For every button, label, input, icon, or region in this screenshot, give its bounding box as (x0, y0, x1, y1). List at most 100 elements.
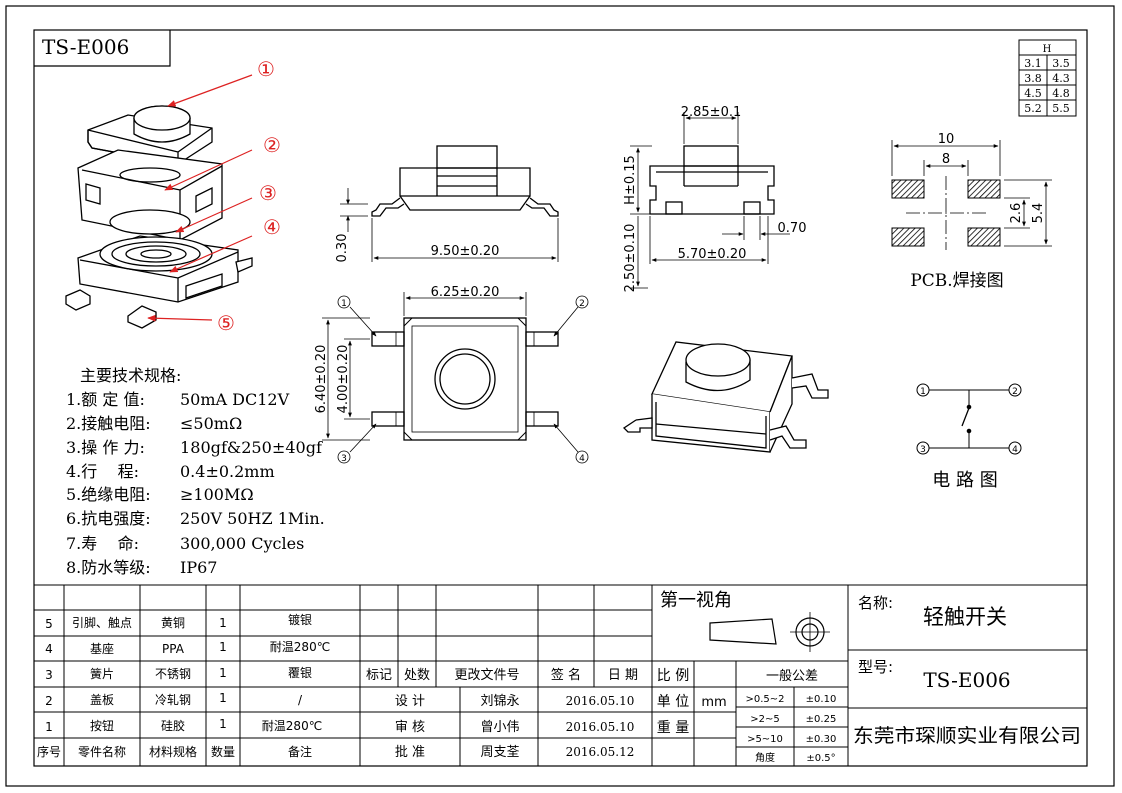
table-row: 4 基座 PPA 1 耐温280℃ (45, 640, 330, 656)
pcb-caption: PCB.焊接图 (910, 271, 1003, 291)
svg-text:簧片: 簧片 (90, 666, 114, 681)
svg-text:③: ③ (259, 181, 277, 205)
svg-text:3.5: 3.5 (1052, 57, 1070, 70)
svg-text:H: H (1043, 44, 1052, 55)
svg-text:4.5: 4.5 (1024, 87, 1042, 100)
svg-text:审 核: 审 核 (395, 720, 425, 735)
svg-text:2016.05.10: 2016.05.10 (566, 694, 635, 708)
specs-heading: 主要技术规格: (80, 366, 181, 385)
svg-text:黄铜: 黄铜 (161, 615, 185, 630)
svg-text:不锈钢: 不锈钢 (155, 667, 191, 681)
svg-text:2016.05.12: 2016.05.12 (566, 745, 635, 759)
svg-text:处数: 处数 (404, 668, 430, 683)
svg-text:180gf&250±40gf: 180gf&250±40gf (180, 438, 323, 457)
front-width-dim: 5.70±0.20 (678, 247, 747, 262)
bom-table: 5 引脚、触点 黄铜 1 镀银 4 基座 PPA 1 耐温280℃ 3 簧片 不… (37, 613, 330, 759)
svg-text:±0.25: ±0.25 (806, 714, 837, 725)
svg-text:PPA: PPA (162, 642, 185, 656)
svg-text:50mA DC12V: 50mA DC12V (180, 390, 290, 409)
svg-text:3.8: 3.8 (1024, 72, 1042, 85)
svg-text:④: ④ (263, 215, 281, 239)
svg-text:标记: 标记 (366, 668, 392, 683)
side-view (371, 145, 559, 217)
svg-text:1: 1 (219, 640, 227, 654)
front-total-dim: 2.50±0.10 (623, 224, 638, 293)
svg-text:重 量: 重 量 (657, 720, 689, 736)
svg-text:一般公差: 一般公差 (766, 668, 818, 684)
title-block-grid (34, 584, 1087, 766)
model-number: TS-E006 (923, 668, 1010, 692)
front-view (649, 145, 775, 215)
svg-text:3: 3 (45, 668, 53, 682)
svg-text:3.操 作 力:: 3.操 作 力: (66, 438, 145, 457)
circuit-pin-3: 3 (920, 445, 926, 455)
circuit-pin-2: 2 (1012, 387, 1018, 397)
exploded-callouts: ① ② ③ ④ ⑤ (147, 57, 281, 335)
tolerance-table: 一般公差 >0.5~2 ±0.10 >2~5 ±0.25 >5~10 ±0.30… (745, 668, 836, 764)
svg-text:零件名称: 零件名称 (78, 744, 126, 759)
svg-text:硅胶: 硅胶 (161, 718, 185, 733)
svg-text:≤50mΩ: ≤50mΩ (180, 414, 242, 433)
projection-block: 第一视角 比 例 单 位 mm 重 量 (657, 590, 830, 736)
svg-text:更改文件号: 更改文件号 (454, 668, 519, 683)
svg-text:备注: 备注 (288, 744, 312, 759)
circuit-caption: 电 路 图 (932, 470, 997, 491)
svg-text:耐温280℃: 耐温280℃ (270, 640, 330, 654)
svg-text:8.防水等级:: 8.防水等级: (66, 558, 151, 577)
svg-text:>2~5: >2~5 (750, 714, 779, 725)
svg-text:>5~10: >5~10 (747, 734, 783, 745)
svg-text:材料规格: 材料规格 (149, 744, 197, 759)
svg-text:盖板: 盖板 (90, 693, 114, 707)
svg-text:1: 1 (45, 720, 53, 734)
svg-text:300,000 Cycles: 300,000 Cycles (180, 534, 304, 553)
svg-text:冷轧钢: 冷轧钢 (155, 693, 191, 707)
svg-text:1: 1 (219, 666, 227, 680)
svg-text:5.5: 5.5 (1052, 102, 1070, 115)
pcb-dim-54: 5.4 (1031, 203, 1046, 224)
front-pin-dim: 0.70 (778, 221, 807, 236)
h-table: H 3.1 3.5 3.8 4.3 4.5 4.8 5.2 5.5 (1018, 39, 1077, 117)
front-height-dim: H±0.15 (623, 155, 638, 205)
svg-text:mm: mm (701, 695, 726, 710)
svg-text:引脚、触点: 引脚、触点 (72, 615, 132, 630)
circuit-pin-4: 4 (1012, 445, 1018, 455)
isometric-view (622, 341, 829, 453)
svg-text:比 例: 比 例 (657, 668, 689, 684)
svg-text:单 位: 单 位 (657, 694, 689, 710)
top-width-dim: 6.25±0.20 (431, 285, 500, 300)
svg-text:2016.05.10: 2016.05.10 (566, 720, 635, 734)
svg-text:>0.5~2: >0.5~2 (745, 694, 784, 705)
table-row: 3 簧片 不锈钢 1 覆银 (45, 666, 312, 682)
table-row: 5 引脚、触点 黄铜 1 镀银 (45, 613, 312, 631)
svg-text:2: 2 (45, 694, 53, 708)
pcb-dim-10: 10 (938, 132, 955, 147)
circuit-diagram (916, 383, 1022, 455)
svg-text:≥100MΩ: ≥100MΩ (180, 485, 254, 504)
svg-text:4.行 程:: 4.行 程: (66, 462, 139, 481)
table-row: 1 按钮 硅胶 1 耐温280℃ (45, 717, 322, 734)
svg-text:±0.10: ±0.10 (806, 694, 837, 705)
svg-text:250V 50HZ 1Min.: 250V 50HZ 1Min. (180, 509, 325, 528)
front-top-dim: 2.85±0.1 (681, 105, 742, 120)
svg-text:签 名: 签 名 (551, 667, 581, 683)
drawing-code: TS-E006 (42, 35, 129, 59)
pcb-dim-26: 2.6 (1009, 203, 1024, 224)
svg-text:日 期: 日 期 (608, 668, 638, 683)
svg-text:曾小伟: 曾小伟 (480, 720, 519, 735)
svg-text:4.8: 4.8 (1052, 87, 1070, 100)
svg-text:3.1: 3.1 (1024, 57, 1042, 70)
top-view (371, 317, 559, 441)
side-lead-dim: 0.30 (335, 234, 350, 263)
exploded-view (65, 105, 253, 329)
table-header: 序号 零件名称 材料规格 数量 备注 (37, 744, 312, 759)
svg-text:5: 5 (45, 617, 53, 631)
top-view-dims (322, 292, 589, 464)
company-name: 东莞市琛顺实业有限公司 (853, 725, 1081, 747)
svg-text:5.2: 5.2 (1024, 102, 1042, 115)
svg-text:IP67: IP67 (180, 558, 217, 577)
svg-text:镀银: 镀银 (288, 613, 312, 627)
svg-text:耐温280℃: 耐温280℃ (262, 719, 322, 733)
svg-text:±0.30: ±0.30 (806, 734, 837, 745)
svg-text:数量: 数量 (211, 744, 235, 759)
front-view-dims (630, 112, 790, 289)
